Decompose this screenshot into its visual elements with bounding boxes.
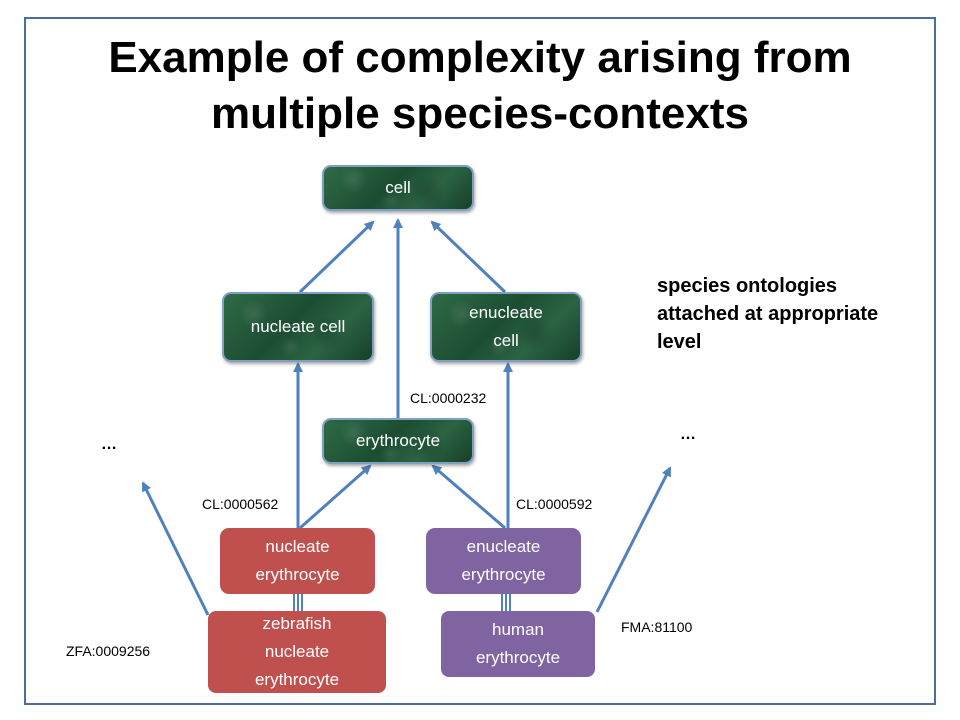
label-zfa-0009256: ZFA:0009256 [66, 643, 151, 659]
title-line-2: multiple species-contexts [211, 89, 749, 138]
node-human-erythrocyte: human erythrocyte [441, 611, 595, 677]
node-zebrafish-line-3: erythrocyte [254, 670, 340, 689]
node-zebrafish-line-2: nucleate [264, 642, 330, 661]
node-nucleate-erythrocyte: nucleate erythrocyte [220, 528, 375, 594]
node-enucleate-erythrocyte-line-1: enucleate [466, 537, 541, 556]
arrow-nucleate-cell-to-cell [298, 220, 375, 294]
note-line-2: attached at appropriate [657, 303, 879, 325]
label-cl-0000562: CL:0000562 [202, 496, 279, 512]
slide-title: Example of complexity arising from multi… [40, 30, 920, 142]
node-nucleate-cell: nucleate cell [222, 292, 374, 362]
node-enucleate-cell: enucleate cell [430, 292, 582, 362]
node-nucleate-cell-label: nucleate cell [250, 317, 346, 336]
node-human-line-2: erythrocyte [475, 648, 561, 667]
arrow-enucleate-erythrocyte-to-erythrocyte [431, 464, 506, 530]
label-cl-0000232: CL:0000232 [410, 390, 487, 406]
node-human-line-1: human [492, 620, 544, 639]
arrow-enucleate-cell-to-cell [430, 220, 507, 294]
node-enucleate-erythrocyte: enucleate erythrocyte [426, 528, 581, 594]
node-erythrocyte: erythrocyte [322, 418, 474, 464]
node-cell: cell [322, 165, 474, 211]
node-erythrocyte-label: erythrocyte [355, 431, 441, 450]
note-line-3: level [657, 331, 702, 353]
title-line-1: Example of complexity arising from [108, 33, 852, 82]
arrow-human-to-ellipsis [595, 466, 672, 613]
node-cell-label: cell [385, 178, 411, 197]
node-nucleate-erythrocyte-line-1: nucleate [265, 537, 330, 556]
arrow-zebrafish-to-ellipsis [141, 481, 210, 616]
node-enucleate-erythrocyte-line-2: erythrocyte [461, 565, 546, 584]
node-nucleate-erythrocyte-line-2: erythrocyte [255, 565, 340, 584]
node-zebrafish-line-1: zebrafish [262, 614, 332, 633]
arrow-nucleate-erythrocyte-to-erythrocyte [299, 464, 372, 530]
label-fma-81100: FMA:81100 [621, 619, 693, 635]
ellipsis-right: … [680, 426, 696, 443]
node-enucleate-cell-line-2: cell [493, 331, 519, 350]
label-cl-0000592: CL:0000592 [516, 496, 593, 512]
ellipsis-left: … [101, 436, 117, 453]
node-zebrafish-nucleate-erythrocyte: zebrafish nucleate erythrocyte [208, 611, 386, 693]
note-line-1: species ontologies [657, 275, 838, 297]
slide-frame [24, 17, 936, 705]
node-enucleate-cell-line-1: enucleate [469, 303, 543, 322]
species-ontologies-note: species ontologies attached at appropria… [657, 272, 937, 356]
